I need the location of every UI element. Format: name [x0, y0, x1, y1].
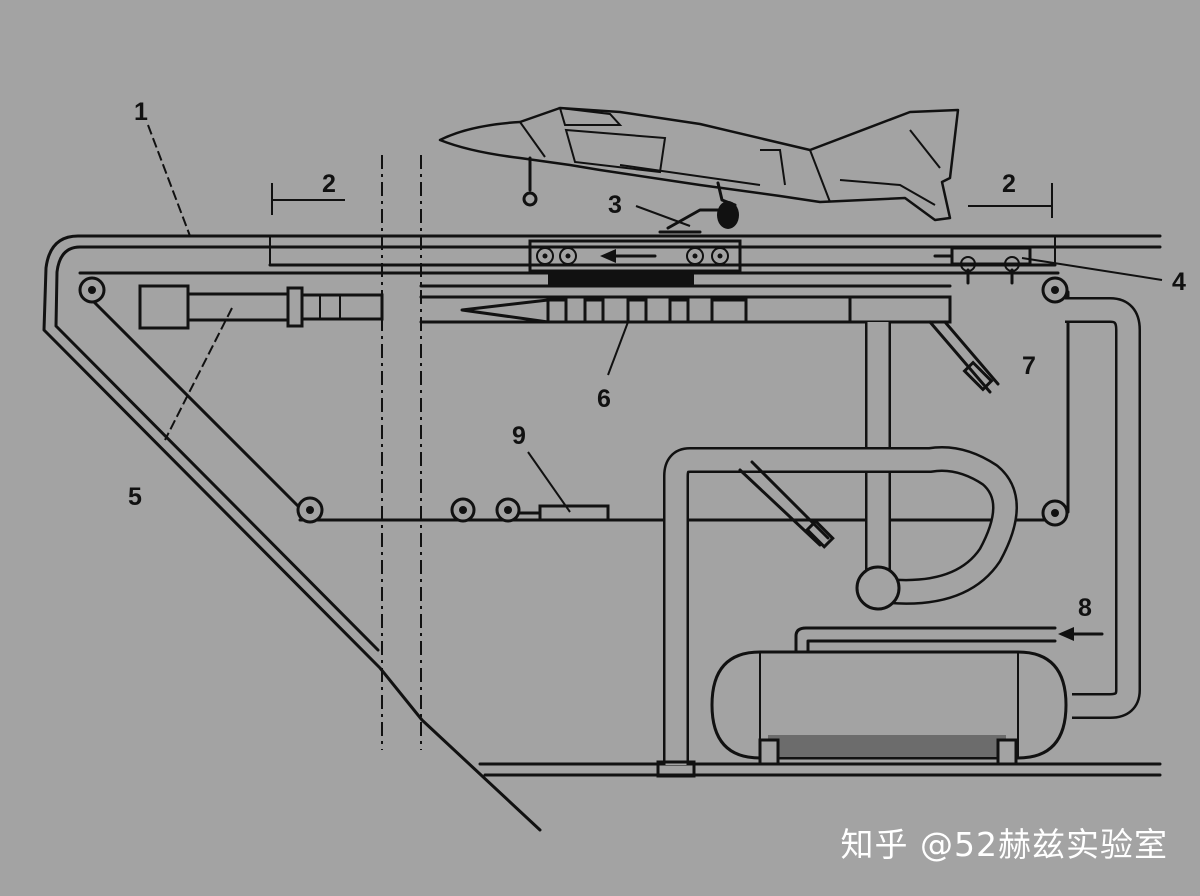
- label-2-right: 2: [1002, 170, 1016, 198]
- deck-hull-outline: [42, 234, 1162, 832]
- leader-lines: [147, 124, 1163, 513]
- tensioner: [518, 504, 610, 522]
- label-9: 9: [512, 422, 526, 450]
- label-7: 7: [1022, 352, 1036, 380]
- steam-piping: [656, 297, 1141, 778]
- callout-labels: 1 2 2 3 4 5 6 7 8 9: [128, 98, 1186, 622]
- launch-bar: [658, 208, 720, 234]
- label-4: 4: [1172, 268, 1186, 296]
- cable-system: [78, 271, 1070, 527]
- label-2-left: 2: [322, 170, 336, 198]
- label-5: 5: [128, 483, 142, 511]
- launch-valves: [738, 320, 1000, 549]
- power-cylinders: [419, 270, 952, 324]
- dimension-markers: [271, 183, 1053, 218]
- water-brake: [138, 284, 384, 330]
- label-8: 8: [1078, 594, 1092, 622]
- aircraft: [438, 106, 960, 229]
- label-1: 1: [134, 98, 148, 126]
- steam-receiver-tank: [710, 626, 1104, 766]
- watermark-text: 知乎 @52赫兹实验室: [840, 825, 1168, 864]
- center-lines: [381, 155, 422, 750]
- label-3: 3: [608, 191, 622, 219]
- label-6: 6: [597, 385, 611, 413]
